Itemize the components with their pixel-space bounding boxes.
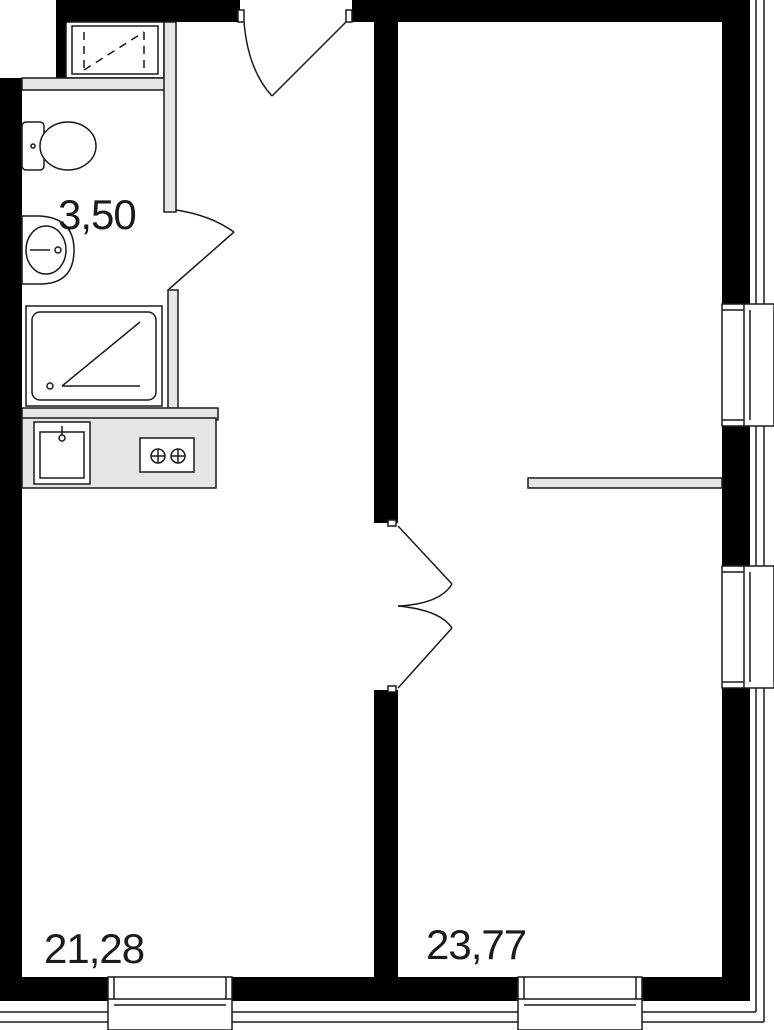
ventilation-shaft (65, 21, 165, 79)
wall-partition-upper (374, 0, 398, 523)
kitchen-counter (21, 417, 217, 489)
entrance-door (237, 9, 353, 97)
wall-bottom-left (0, 977, 108, 1001)
wall-shaft-left (56, 0, 66, 78)
shower-tray (25, 305, 163, 407)
bedroom-area-label: 23,77 (426, 921, 527, 968)
washbasin (21, 215, 75, 285)
bath-wall-right-lower (167, 289, 179, 413)
cooktop (139, 437, 195, 473)
window-right-upper (721, 303, 774, 427)
wall-top-left (56, 0, 240, 22)
double-door (387, 519, 453, 693)
wall-right-middle (722, 426, 750, 566)
wall-left (0, 78, 22, 1001)
toilet (21, 121, 97, 171)
wall-bottom-right (642, 977, 750, 1001)
bath-wall-right-upper (163, 21, 177, 213)
wall-bottom-middle (232, 977, 518, 1001)
wall-top-right (352, 0, 750, 22)
bathroom-door (167, 209, 235, 291)
wall-partition-lower (374, 690, 398, 977)
bathroom-area-label: 3,50 (58, 191, 137, 238)
window-right-lower (721, 565, 774, 689)
bedroom-partition (527, 477, 723, 489)
wall-right-lower (722, 688, 750, 1001)
window-bottom-left (107, 976, 233, 1030)
kitchen-living-area-label: 21,28 (44, 925, 145, 972)
window-bottom-right (517, 976, 643, 1030)
bath-wall-top (21, 77, 173, 91)
wall-right-upper (722, 0, 750, 304)
